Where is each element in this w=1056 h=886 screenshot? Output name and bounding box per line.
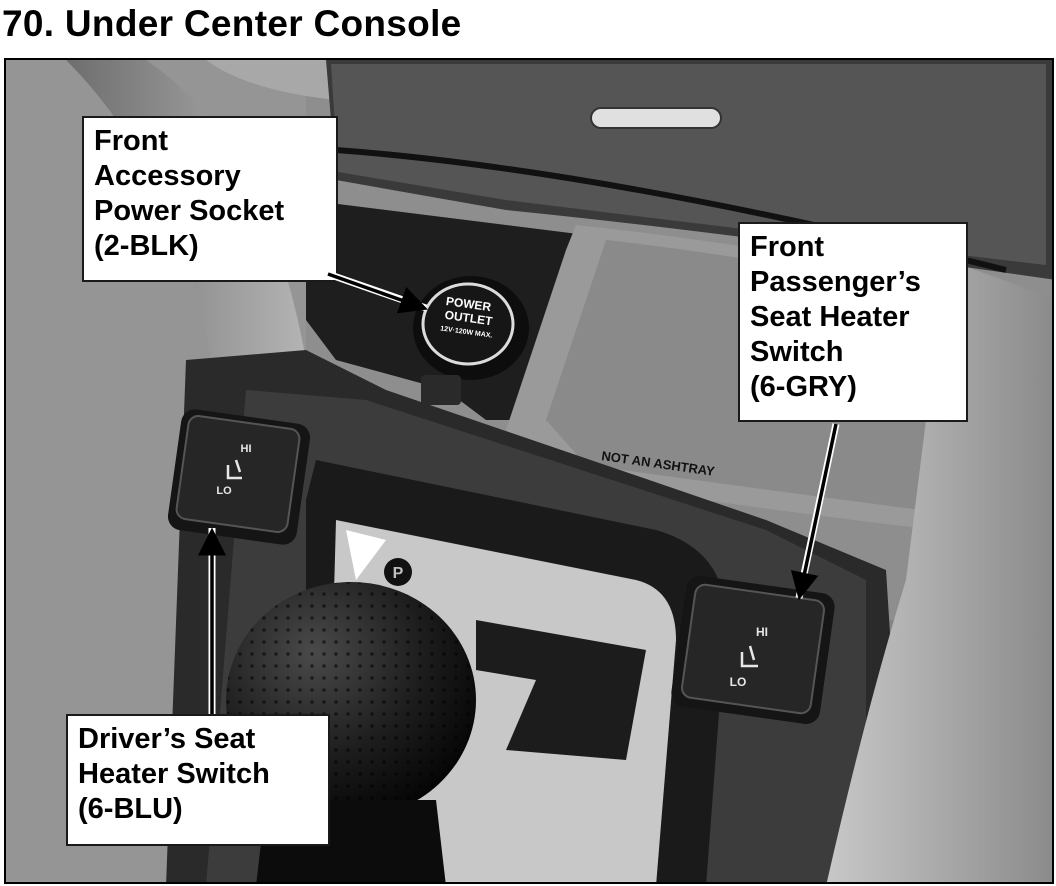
callout-line: (6-GRY) (750, 371, 857, 403)
driver-switch-hi: HI (241, 443, 252, 455)
callout-line: (6-BLU) (78, 793, 183, 825)
power-outlet-socket: POWER OUTLET 12V·120W MAX. (413, 276, 529, 380)
park-label: P (393, 565, 404, 582)
callout-line: Passenger’s (750, 266, 921, 298)
driver-seat-heater-switch: HI LO (167, 409, 311, 545)
callout-power-socket: Front Accessory Power Socket (2-BLK) (82, 116, 338, 282)
park-indicator (384, 558, 412, 586)
callout-line: Driver’s Seat (78, 723, 256, 755)
outlet-text-line2: OUTLET (444, 308, 494, 329)
callout-line: Switch (750, 336, 844, 368)
callout-line: Power Socket (94, 195, 285, 227)
passenger-switch-lo: LO (730, 675, 747, 689)
driver-switch-lo: LO (216, 485, 232, 497)
outlet-cover (421, 375, 461, 405)
callout-driver-heater: Driver’s Seat Heater Switch (6-BLU) (66, 714, 330, 846)
callout-passenger-heater: Front Passenger’s Seat Heater Switch (6-… (738, 222, 968, 422)
console-photo: NOT AN ASHTRAY POWER OUTLET 12V·120W MAX… (4, 58, 1054, 884)
passenger-seat-heater-switch: HI LO (671, 576, 835, 724)
bin-release-handle (590, 107, 722, 129)
page-title: 70. Under Center Console (2, 3, 462, 44)
right-console-trim (826, 260, 1052, 882)
callout-line: Front (94, 125, 169, 157)
outlet-text-line1: POWER (445, 294, 492, 314)
callout-line: Accessory (94, 160, 241, 192)
shift-slot (476, 620, 646, 760)
passenger-switch-hi: HI (756, 625, 768, 639)
callout-line: (2-BLK) (94, 230, 199, 262)
seat-heater-icon (226, 459, 242, 480)
callout-line: Heater Switch (78, 758, 270, 790)
callout-line: Front (750, 231, 825, 263)
callout-line: Seat Heater (750, 301, 910, 333)
seat-heater-icon (740, 645, 758, 668)
